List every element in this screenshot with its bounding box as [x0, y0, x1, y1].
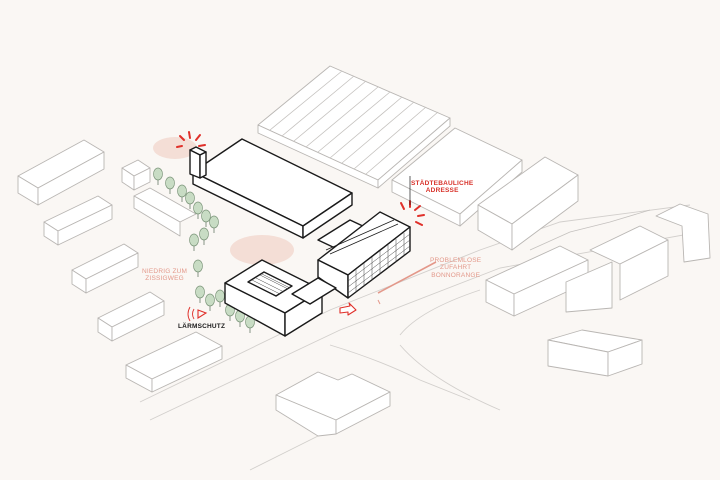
highlight-glow-courtyard	[230, 235, 294, 265]
entry-arrow-icon	[339, 302, 357, 316]
tree	[201, 209, 211, 227]
context-buildings	[17, 65, 711, 437]
project-buildings	[189, 138, 411, 337]
height-callout: NIEDRIG ZUM ZISSIGWEG	[142, 268, 187, 283]
access-callout-line2: ZUFAHRT	[440, 264, 472, 272]
tree	[189, 233, 199, 251]
south-wing	[224, 259, 337, 337]
accent-burst-north	[176, 131, 206, 148]
tree	[195, 285, 205, 303]
address-callout: STÄDTEBAULICHE ADRESSE	[411, 180, 473, 195]
facade-grid	[347, 233, 411, 294]
access-callout-line1: PROBLEMLOSE	[430, 257, 482, 264]
north-wing	[189, 138, 353, 239]
tree	[205, 293, 215, 311]
highlight-glow-north	[153, 137, 197, 159]
address-callout-line1: STÄDTEBAULICHE	[411, 180, 474, 187]
tree	[165, 176, 175, 194]
tree	[199, 227, 209, 245]
tree	[193, 259, 203, 277]
tree	[209, 215, 219, 233]
access-callout: PROBLEMLOSE ZUFAHRT BONNORANGE	[430, 257, 481, 279]
noise-callout: LÄRMSCHUTZ	[178, 323, 226, 330]
tree	[215, 289, 225, 307]
noise-protection-icon	[187, 306, 208, 322]
access-arrow	[377, 261, 437, 305]
height-callout-line2: ZISSIGWEG	[145, 275, 184, 283]
tree	[185, 191, 195, 209]
tree	[177, 184, 187, 202]
sawtooth-hall	[257, 65, 451, 189]
east-wing	[317, 211, 411, 299]
address-callout-line2: ADRESSE	[425, 187, 459, 195]
tree-row	[153, 167, 255, 333]
height-callout-line1: NIEDRIG ZUM	[142, 268, 188, 275]
tree	[153, 167, 163, 185]
tree	[193, 201, 203, 219]
access-callout-line3: BONNORANGE	[431, 271, 481, 279]
